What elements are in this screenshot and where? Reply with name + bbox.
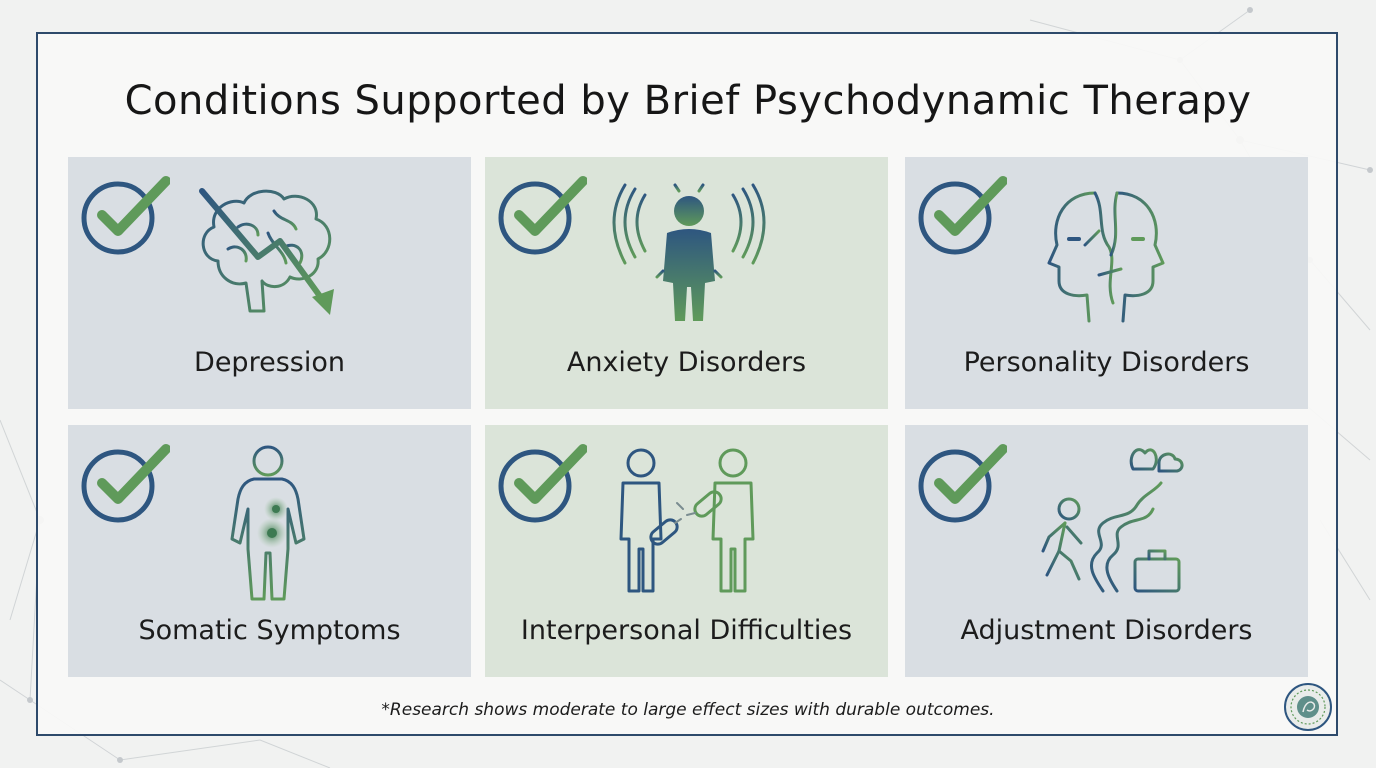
brain-declining-arrow-icon [199, 188, 334, 315]
condition-card-somatic-symptoms: Somatic Symptoms [68, 425, 471, 677]
checkmark-icon [81, 176, 170, 255]
condition-label: Personality Disorders [963, 347, 1250, 378]
broken-chain-people-icon [619, 448, 755, 593]
fractured-faces-icon [1047, 191, 1165, 323]
condition-card-interpersonal-difficulties: Interpersonal Difficulties [485, 425, 888, 677]
condition-label: Interpersonal Difficulties [520, 615, 853, 646]
page-title: Conditions Supported by Brief Psychodyna… [124, 78, 1252, 124]
condition-card-adjustment-disorders: Adjustment Disorders [905, 425, 1308, 677]
checkmark-icon [498, 444, 587, 523]
condition-card-personality-disorders: Personality Disorders [905, 157, 1308, 409]
checkmark-icon [918, 444, 1007, 523]
condition-label: Somatic Symptoms [138, 615, 401, 646]
body-pain-points-icon [230, 445, 306, 601]
checkmark-icon [81, 444, 170, 523]
seal-logo-icon [1284, 683, 1332, 731]
condition-label: Adjustment Disorders [960, 615, 1253, 646]
condition-label: Anxiety Disorders [566, 347, 807, 378]
condition-card-depression: Depression [68, 157, 471, 409]
checkmark-icon [498, 176, 587, 255]
checkmark-icon [918, 176, 1007, 255]
walking-path-suitcase-icon [1041, 448, 1187, 593]
condition-label: Depression [194, 347, 345, 378]
anxious-person-icon [612, 183, 766, 321]
condition-card-anxiety-disorders: Anxiety Disorders [485, 157, 888, 409]
research-footnote: *Research shows moderate to large effect… [381, 700, 995, 720]
